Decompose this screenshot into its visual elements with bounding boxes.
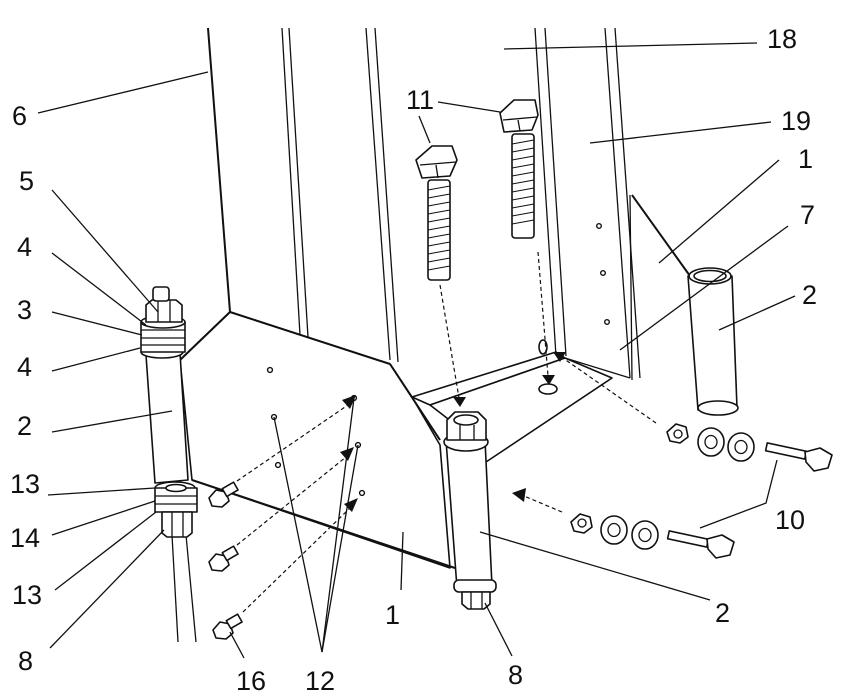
anchor-bolt-insertion-paths xyxy=(439,251,555,407)
callout-14: 14 xyxy=(10,523,40,553)
callout-16: 16 xyxy=(236,666,266,696)
callout-11: 11 xyxy=(406,85,434,115)
center-post-assembly xyxy=(443,411,497,610)
callout-2-upper-right: 2 xyxy=(802,280,817,310)
right-tube-2 xyxy=(687,267,739,416)
callout-6: 6 xyxy=(12,101,27,131)
rear-panel-18 xyxy=(534,27,567,357)
callout-8-center: 8 xyxy=(508,660,523,690)
side-panel-6 xyxy=(207,27,231,313)
left-post-assembly xyxy=(140,286,198,643)
anchor-bolt-11-right xyxy=(499,99,539,239)
hex-bolt-16-top xyxy=(208,395,356,508)
callout-19: 19 xyxy=(781,106,811,136)
callout-12: 12 xyxy=(305,666,335,696)
bolt-set-10-lower xyxy=(512,488,735,559)
bolt-set-10-upper xyxy=(553,352,833,472)
callout-18: 18 xyxy=(767,24,797,54)
callout-5: 5 xyxy=(19,166,34,196)
gusset-plate-right xyxy=(629,194,691,381)
hex-bolt-16-bottom xyxy=(212,498,358,640)
inner-channel-19 xyxy=(596,27,641,379)
leader-lines xyxy=(37,42,796,659)
anchor-bolt-11-left xyxy=(415,145,458,281)
callout-13-lower: 13 xyxy=(12,580,42,610)
mounting-plate-1 xyxy=(179,311,456,569)
callout-4-lower: 4 xyxy=(17,352,32,382)
callout-10: 10 xyxy=(775,505,805,535)
callout-13-upper: 13 xyxy=(10,469,40,499)
callout-7: 7 xyxy=(800,200,815,230)
callout-8-left: 8 xyxy=(18,646,33,676)
inner-frame-lines xyxy=(281,27,399,363)
callout-1-center: 1 xyxy=(385,600,400,630)
callout-labels: 6 5 4 3 4 2 13 14 13 8 16 12 1 8 2 10 2 … xyxy=(10,24,817,696)
callout-2-left: 2 xyxy=(17,411,32,441)
callout-2-lower-right: 2 xyxy=(715,598,730,628)
callout-1-right: 1 xyxy=(798,144,813,174)
callout-4-upper: 4 xyxy=(17,232,32,262)
callout-3: 3 xyxy=(17,295,32,325)
